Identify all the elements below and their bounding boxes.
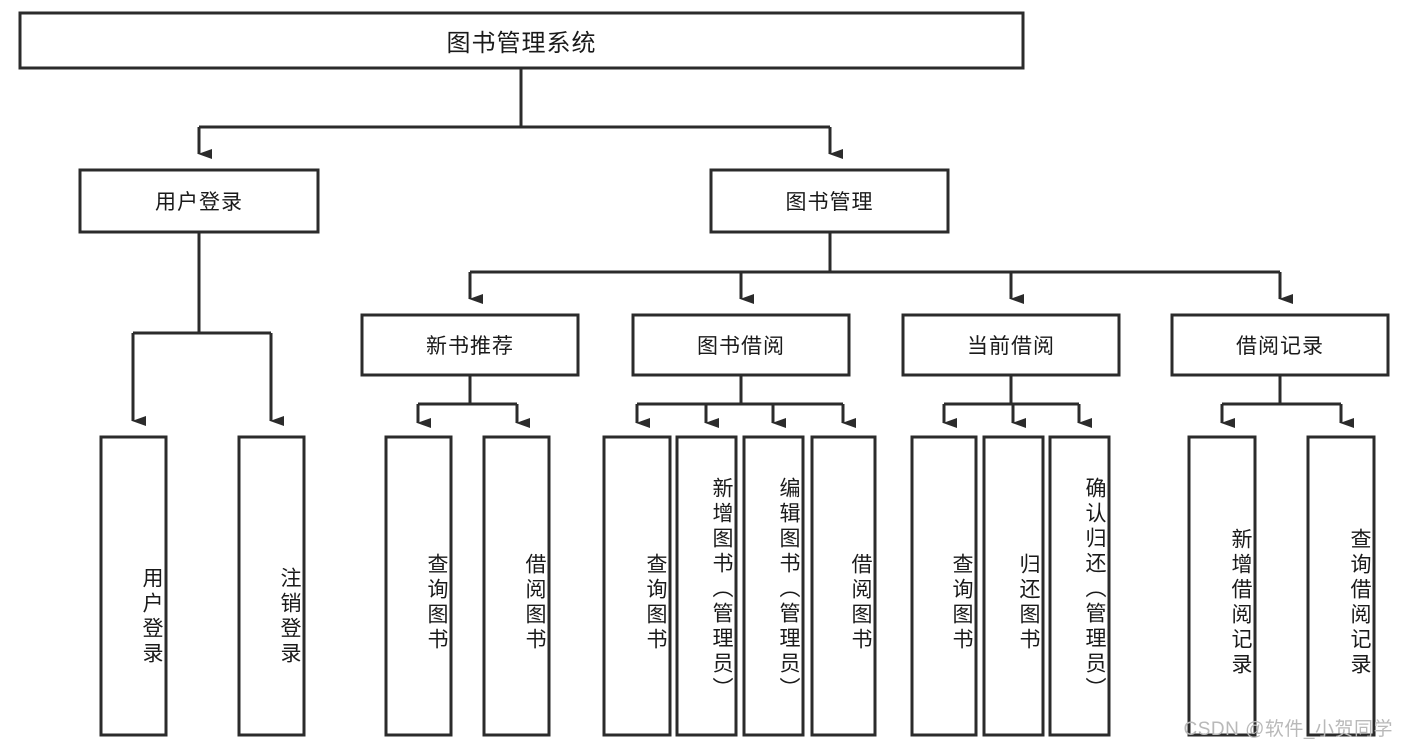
node-box-leaf-add-book[interactable] [675,435,738,737]
node-box-book-manage[interactable] [709,168,950,234]
node-box-leaf-borrow-book-2[interactable] [810,435,877,737]
node-box-leaf-query-book-2[interactable] [602,435,672,737]
node-box-leaf-user-logout[interactable] [237,435,306,737]
node-box-leaf-confirm-return[interactable] [1048,435,1111,737]
node-box-leaf-edit-book[interactable] [742,435,805,737]
node-box-new-book[interactable] [360,313,580,377]
node-box-leaf-query-book-3[interactable] [910,435,978,737]
node-box-current-borrow[interactable] [901,313,1121,377]
node-box-leaf-return-book[interactable] [982,435,1045,737]
node-box-borrow-records[interactable] [1170,313,1390,377]
node-box-leaf-borrow-book-1[interactable] [482,435,551,737]
node-box-leaf-add-record[interactable] [1187,435,1257,737]
node-box-user-login[interactable] [78,168,320,234]
node-box-book-borrow[interactable] [631,313,851,377]
node-box-leaf-query-record[interactable] [1306,435,1376,737]
node-box-root[interactable] [18,11,1025,70]
node-box-leaf-query-book-1[interactable] [384,435,453,737]
node-box-leaf-user-login[interactable] [99,435,168,737]
